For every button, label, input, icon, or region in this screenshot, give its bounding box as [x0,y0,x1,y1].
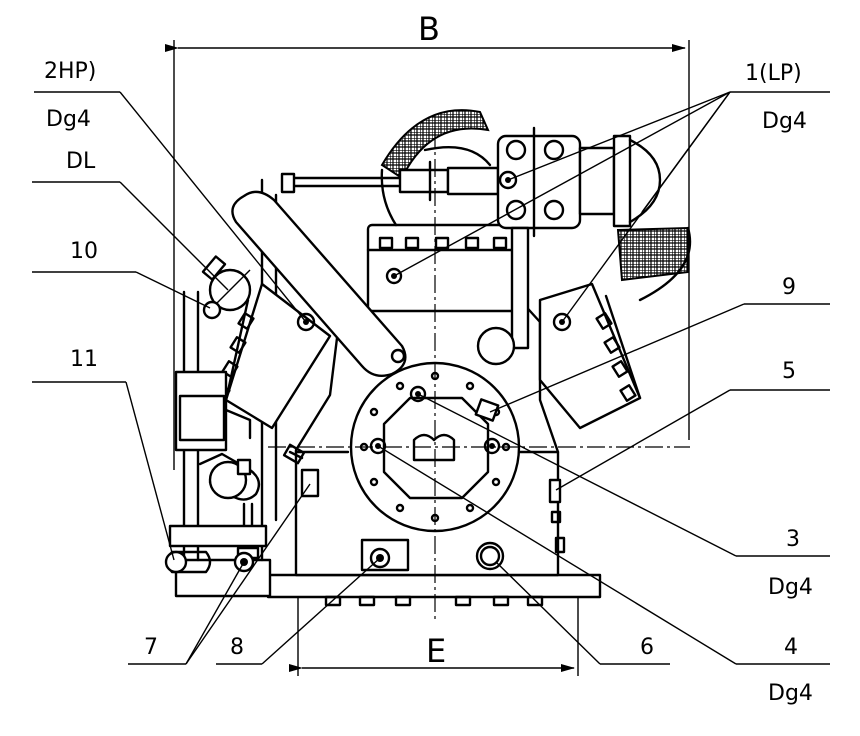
callout-hp-size: Dg4 [46,107,91,132]
compressor-body [164,109,692,607]
callout-3-number: 3 [786,527,800,552]
callout-7-label: 7 [144,635,158,660]
callout-lp-number: 1(LP) [745,61,802,86]
callout-dl-label: DL [66,149,96,174]
center-lines [268,130,690,620]
callouts: 2HP) Dg4 DL 10 11 1(LP) Dg4 9 5 3 [32,59,830,706]
callout-hp-number: 2HP) [44,59,96,84]
callout-4-size: Dg4 [768,681,813,706]
callout-4-number: 4 [784,635,798,660]
right-cylinder-bank [538,282,642,430]
base-bolts [324,595,544,607]
top-head-bolts [378,236,508,250]
callout-9-label: 9 [782,275,796,300]
flange-bolts [505,139,565,221]
callout-3-size: Dg4 [768,575,813,600]
dimension-e-label: E [426,632,446,670]
callout-6-label: 6 [640,635,654,660]
callout-11-label: 11 [70,347,98,372]
dimension-b: B [165,10,690,470]
callout-5-label: 5 [782,359,796,384]
callout-10-label: 10 [70,239,98,264]
callout-lp-size: Dg4 [762,109,807,134]
dimension-e: E [289,598,579,676]
callout-8-label: 8 [230,635,244,660]
dimension-b-label: B [418,10,440,48]
